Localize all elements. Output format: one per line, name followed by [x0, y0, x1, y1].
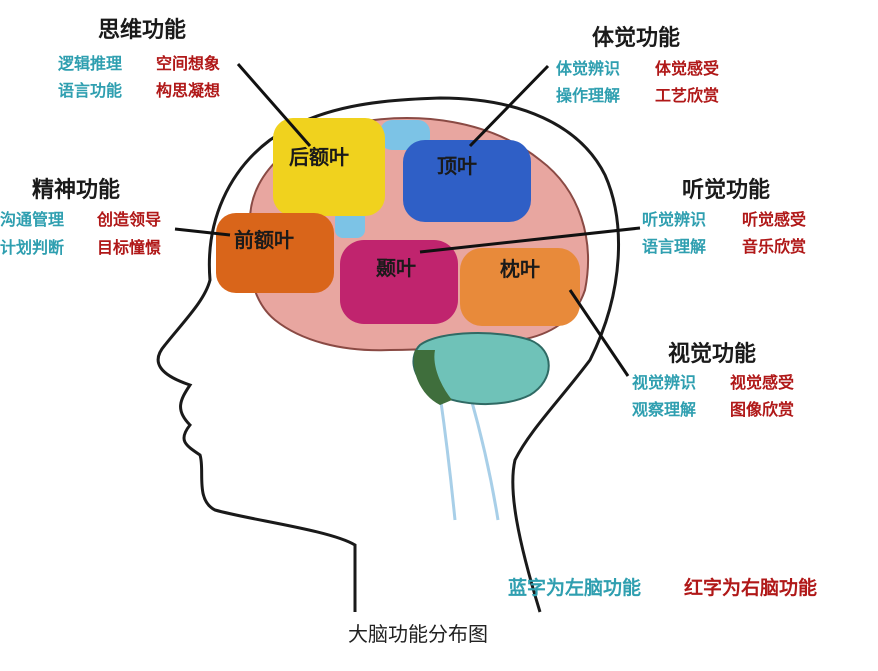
vision-right-2: 图像欣赏: [730, 400, 795, 419]
hearing-right-2: 音乐欣赏: [742, 237, 807, 256]
leader-somato: [468, 64, 550, 148]
figure-caption: 大脑功能分布图: [348, 622, 488, 646]
label-parietal: 顶叶: [437, 154, 477, 178]
hearing-right-1: 听觉感受: [742, 210, 807, 229]
lobe-posterior-frontal: [273, 118, 385, 216]
head-outline: [156, 96, 620, 613]
somato-right-2: 工艺欣赏: [655, 86, 720, 105]
leader-thinking: [236, 63, 312, 147]
vision-right-1: 视觉感受: [730, 373, 795, 392]
label-posterior-frontal: 后额叶: [289, 145, 349, 169]
lobe-temporal: [340, 240, 458, 324]
leader-spirit: [174, 227, 231, 237]
spirit-left-1: 沟通管理: [0, 210, 65, 229]
lobe-parietal: [403, 140, 531, 222]
spirit-title: 精神功能: [32, 178, 121, 203]
hearing-title: 听觉功能: [682, 178, 771, 203]
legend-left-brain: 蓝字为左脑功能: [508, 577, 642, 599]
vision-left-1: 视觉辨识: [632, 373, 697, 392]
vision-left-2: 观察理解: [632, 400, 697, 419]
label-temporal: 颞叶: [376, 256, 416, 280]
somato-right-1: 体觉感受: [655, 59, 720, 78]
legend-right-brain: 红字为右脑功能: [684, 577, 818, 599]
label-prefrontal: 前额叶: [234, 228, 294, 252]
spirit-right-2: 目标憧憬: [97, 238, 162, 257]
lobe-occipital: [460, 248, 580, 326]
thinking-right-2: 构思凝想: [156, 81, 221, 100]
diagram-canvas: 后额叶 顶叶 前额叶 颞叶 枕叶 思维功能 逻辑推理 空间想象 语言功能 构思凝…: [0, 18, 818, 613]
label-occipital: 枕叶: [500, 257, 540, 281]
somato-left-2: 操作理解: [556, 86, 621, 105]
thinking-left-2: 语言功能: [58, 81, 123, 100]
hearing-left-2: 语言理解: [642, 237, 707, 256]
hearing-left-1: 听觉辨识: [642, 210, 707, 229]
leader-hearing: [419, 226, 641, 254]
thinking-title: 思维功能: [98, 18, 187, 43]
brain-head-illustration: [156, 63, 641, 613]
somato-left-1: 体觉辨识: [556, 59, 621, 78]
leader-vision: [568, 289, 630, 377]
somato-title: 体觉功能: [592, 26, 681, 51]
thinking-left-1: 逻辑推理: [58, 54, 123, 73]
vision-title: 视觉功能: [668, 342, 757, 367]
spirit-left-2: 计划判断: [0, 238, 65, 257]
thinking-right-1: 空间想象: [156, 54, 221, 73]
spirit-right-1: 创造领导: [97, 210, 162, 229]
lobe-prefrontal: [216, 213, 334, 293]
